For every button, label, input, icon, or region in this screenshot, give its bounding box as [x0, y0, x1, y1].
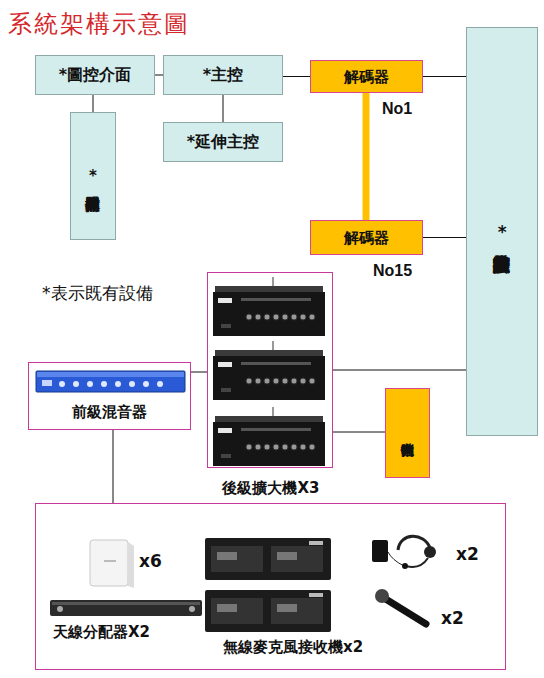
speaker-box: 指向性喇叭	[385, 388, 430, 478]
mixer-image	[36, 371, 185, 392]
node-label: *主控	[203, 65, 243, 84]
node-label: *圖控伺服器	[84, 167, 102, 185]
callout-label: *表示既有設備	[42, 282, 153, 305]
node-label: *延伸主控	[187, 132, 259, 151]
node-content: 解碼器	[311, 61, 422, 92]
broadcast-box: *教室及辦公室廣播設備	[466, 27, 538, 436]
controller-box: *主控	[163, 55, 283, 95]
node-label: 後級擴大機X3	[178, 479, 364, 497]
connector-line	[113, 430, 114, 503]
connector-line	[283, 76, 310, 77]
node-label: x2	[441, 608, 464, 628]
connector-line	[333, 370, 466, 371]
node-label: x2	[456, 544, 479, 564]
connector-line	[93, 95, 94, 112]
antenna-distributor-image	[50, 600, 202, 616]
node-content: *主控	[164, 56, 282, 94]
node-label: 解碼器	[344, 229, 389, 247]
connector-line	[423, 76, 466, 77]
connector-line	[423, 237, 466, 238]
connector-line	[191, 372, 207, 373]
headset-mic-image	[372, 536, 436, 569]
receiver-image	[205, 590, 331, 632]
node-label: 解碼器	[344, 68, 389, 86]
mixer-box: 前級混音器	[28, 362, 191, 430]
antenna-image	[90, 540, 134, 588]
connector-line	[333, 432, 385, 433]
receiver-image	[205, 538, 331, 580]
node-content: 解碼器	[311, 221, 422, 254]
server-box: *圖控伺服器	[70, 112, 116, 240]
node-label: *圖控介面	[59, 65, 131, 84]
callout-label: No15	[373, 262, 412, 280]
amplifier-group: 後級擴大機X3	[207, 272, 333, 468]
node-label: 天線分配器X2	[53, 623, 150, 641]
decoder-box: 解碼器	[310, 60, 423, 93]
decoder-box: 解碼器	[310, 220, 423, 255]
node-content: *圖控伺服器	[71, 113, 115, 239]
node-label: 前級混音器	[29, 403, 189, 421]
node-label: 無線麥克風接收機x2	[223, 638, 363, 656]
connector-line	[363, 93, 370, 220]
connector-line	[155, 75, 163, 76]
ui-box: *圖控介面	[35, 55, 155, 95]
handheld-mic-image	[375, 589, 426, 624]
connector-line	[223, 95, 224, 122]
amplifier-image	[213, 341, 325, 400]
callout-label: No1	[382, 100, 412, 118]
amplifier-image	[213, 277, 325, 336]
node-content: *圖控介面	[36, 56, 154, 94]
node-label: *教室及辦公室廣播設備	[492, 222, 512, 242]
controller-box: *延伸主控	[163, 122, 283, 162]
node-content: *教室及辦公室廣播設備	[467, 28, 537, 435]
wireless-group: x6 x2 天線分配器X2 x2 無線麥克風接收機x2	[35, 503, 506, 670]
amplifier-image	[213, 407, 325, 466]
node-label: x6	[139, 551, 162, 571]
node-content: 指向性喇叭	[386, 389, 429, 477]
node-content: *延伸主控	[164, 123, 282, 161]
diagram-title: 系統架構示意圖	[8, 8, 190, 40]
